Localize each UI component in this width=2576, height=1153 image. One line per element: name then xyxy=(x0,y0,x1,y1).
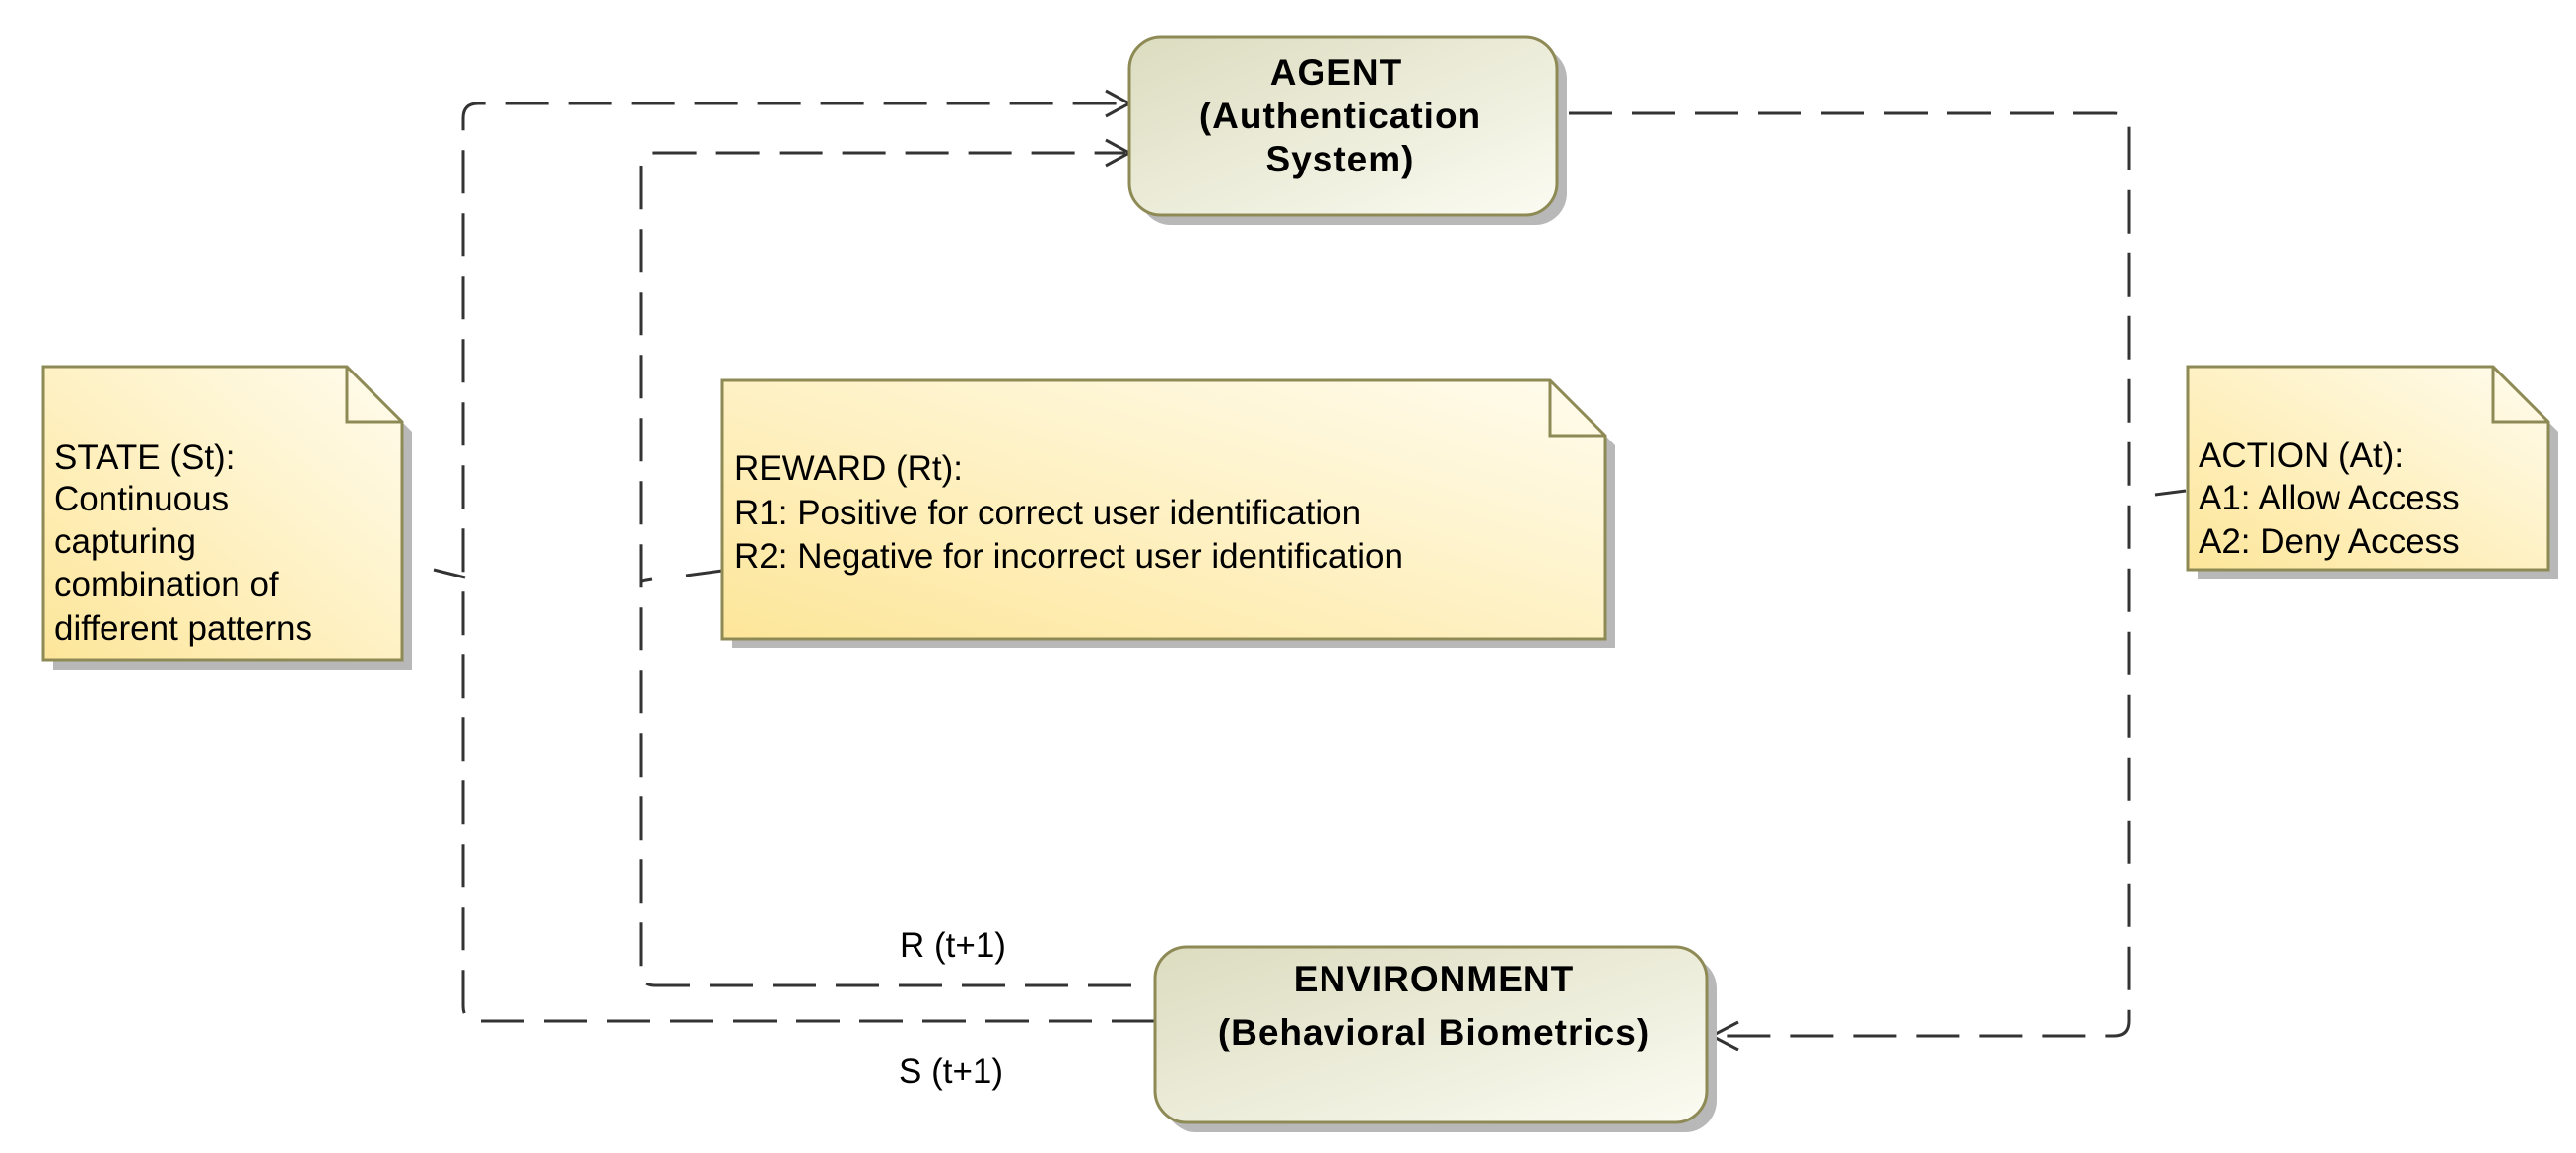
reward-note-line-2: R1: Positive for correct user identifica… xyxy=(734,494,1361,532)
state-note-line-1: STATE (St): xyxy=(54,439,235,477)
state-note-line-4: combination of xyxy=(54,566,279,604)
state-edge-label: S (t+1) xyxy=(899,1052,1003,1091)
environment-title-line-2: (Behavioral Biometrics) xyxy=(1218,1012,1650,1052)
action-note-line-1: ACTION (At): xyxy=(2199,437,2404,475)
action-connector xyxy=(1569,111,2131,1038)
state-connector xyxy=(461,102,1155,1023)
reward-note-anchor-dash xyxy=(640,577,653,583)
reward-edge-label: R (t+1) xyxy=(900,926,1006,965)
action-note-anchor xyxy=(2154,489,2187,497)
reward-connector xyxy=(639,151,1131,987)
environment-title-line-1: ENVIRONMENT xyxy=(1294,959,1574,999)
agent-title-line-3: System) xyxy=(1266,139,1415,179)
state-note-line-2: Continuous xyxy=(54,480,229,518)
state-note-anchor xyxy=(433,568,466,579)
action-note-line-2: A1: Allow Access xyxy=(2199,479,2460,517)
state-note[interactable]: STATE (St): Continuous capturing combina… xyxy=(41,365,412,670)
state-note-line-5: different patterns xyxy=(54,609,312,647)
reward-note-anchor xyxy=(685,569,723,577)
agent-title-line-2: (Authentication xyxy=(1199,96,1481,136)
environment-box[interactable]: ENVIRONMENT (Behavioral Biometrics) xyxy=(1153,945,1717,1132)
reward-note-line-1: REWARD (Rt): xyxy=(734,449,963,488)
action-note[interactable]: ACTION (At): A1: Allow Access A2: Deny A… xyxy=(2186,365,2558,579)
agent-title-line-1: AGENT xyxy=(1270,52,1403,93)
action-note-line-3: A2: Deny Access xyxy=(2199,522,2460,561)
state-note-line-3: capturing xyxy=(54,522,196,561)
connectors xyxy=(433,102,2187,1038)
reward-note[interactable]: REWARD (Rt): R1: Positive for correct us… xyxy=(720,378,1615,648)
reward-note-line-3: R2: Negative for incorrect user identifi… xyxy=(734,537,1403,576)
agent-box[interactable]: AGENT (Authentication System) xyxy=(1127,35,1567,225)
